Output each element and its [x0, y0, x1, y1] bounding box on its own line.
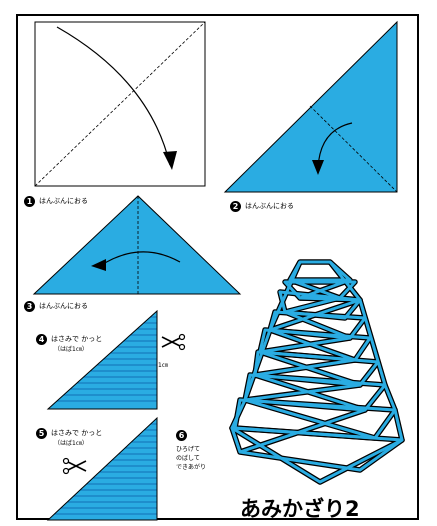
step4-number: 4 — [36, 334, 47, 345]
step3-text: はんぶんにおる — [39, 302, 88, 310]
step5-label: 5 はさみで かっと — [36, 428, 102, 439]
scissors-icon — [62, 457, 87, 475]
fold-arrow — [56, 26, 171, 166]
step6-number: 6 — [176, 430, 187, 441]
step4-text: はさみで かっと — [51, 335, 103, 343]
step1-number: 1 — [24, 196, 35, 207]
step1-label: 1 はんぶんにおる — [24, 196, 88, 207]
step2-diagram — [223, 20, 398, 193]
step5-text: はさみで かっと — [51, 429, 103, 437]
step1-text: はんぶんにおる — [39, 197, 88, 205]
width-note: 1㎝ — [158, 362, 168, 369]
scissors-icon — [161, 333, 186, 351]
step6-line1: ひろげて — [176, 446, 201, 453]
step4-sub: （はば1㎝） — [54, 346, 88, 353]
step5-number: 5 — [36, 428, 47, 439]
step6-label: 6 — [176, 430, 191, 441]
step4-label: 4 はさみで かっと — [36, 334, 102, 345]
step2-number: 2 — [230, 201, 241, 212]
step3-number: 3 — [24, 301, 35, 312]
step2-text: はんぶんにおる — [245, 202, 294, 210]
step1-diagram — [34, 21, 206, 187]
step3-diagram — [32, 195, 242, 295]
step5-sub: （はば1㎝） — [54, 440, 88, 447]
net-ornament-color — [230, 260, 404, 484]
page-title: あみかざり2 — [240, 497, 360, 521]
step4-diagram — [46, 309, 158, 410]
step6-line3: できあがり — [176, 464, 207, 471]
step6-line2: のばして — [176, 455, 200, 462]
step2-label: 2 はんぶんにおる — [230, 201, 294, 212]
step3-label: 3 はんぶんにおる — [24, 301, 88, 312]
